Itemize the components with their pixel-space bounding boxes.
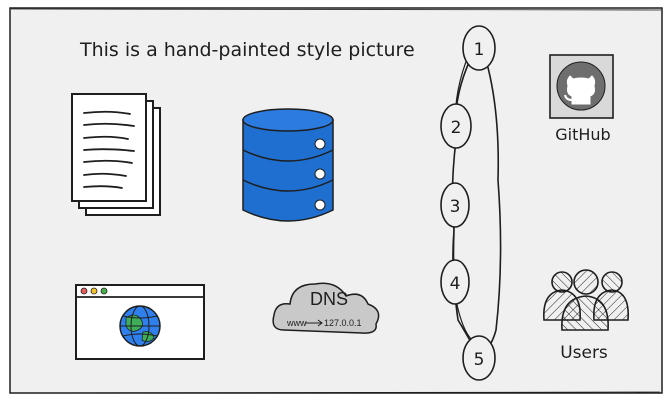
svg-text:1: 1 (474, 40, 485, 60)
dns-address-label: 127.0.0.1 (324, 318, 362, 328)
dns-title: DNS (310, 289, 348, 309)
chain-node-4: 4 (440, 259, 470, 305)
chain-node-3: 3 (440, 182, 470, 228)
browser-window-icon (75, 284, 205, 360)
svg-text:3: 3 (450, 197, 461, 217)
caption-text: This is a hand-painted style picture (79, 39, 415, 61)
github-icon (549, 54, 614, 119)
dns-cloud-icon: DNS www 127.0.0.1 (272, 282, 380, 334)
documents-icon (71, 93, 161, 216)
github-label: GitHub (555, 125, 610, 144)
svg-text:2: 2 (451, 118, 462, 138)
svg-text:4: 4 (450, 274, 461, 294)
database-icon (242, 108, 334, 222)
chain-node-5: 5 (462, 335, 496, 381)
globe-icon (119, 305, 161, 347)
users-label: Users (560, 343, 608, 363)
chain-node-2: 2 (440, 103, 472, 149)
dns-mapping-label: www (286, 318, 307, 328)
numbered-chain: 1 2 3 4 5 (440, 25, 502, 381)
arrow-right-icon (305, 319, 323, 327)
frame-sketch-line (10, 8, 662, 394)
chain-node-1: 1 (462, 25, 496, 71)
users-icon (543, 269, 629, 331)
svg-text:5: 5 (474, 350, 485, 370)
